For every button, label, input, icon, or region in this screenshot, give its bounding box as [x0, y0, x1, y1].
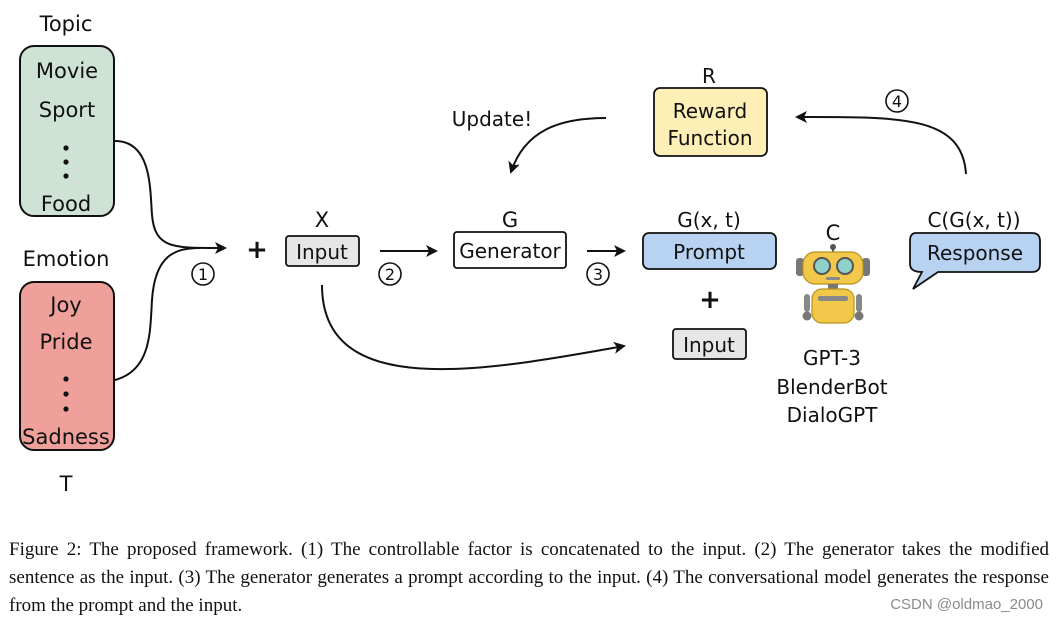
plus-sign-2: +	[699, 285, 721, 315]
watermark: CSDN @oldmao_2000	[890, 596, 1043, 613]
arrow-input-to-input2	[321, 284, 626, 371]
step-1-badge: 1	[191, 262, 215, 286]
step-4-badge: 4	[885, 89, 909, 113]
t-label: T	[59, 472, 73, 496]
x-label: X	[315, 208, 329, 232]
svg-text:3: 3	[593, 265, 603, 284]
prompt-box	[642, 232, 777, 270]
topic-movie: Movie	[36, 59, 98, 83]
emotion-title: Emotion	[23, 247, 110, 271]
svg-text:1: 1	[198, 265, 208, 284]
emotion-pride: Pride	[39, 330, 92, 354]
prompt-symbol: G(x, t)	[677, 208, 741, 232]
plus-sign-1: +	[246, 235, 268, 265]
reward-line-2: Function	[667, 126, 752, 150]
step-3-badge: 3	[586, 262, 610, 286]
update-label: Update!	[452, 107, 532, 131]
topic-ellipsis	[63, 145, 69, 179]
topic-curve-arrow	[114, 140, 227, 255]
input-label: Input	[296, 240, 348, 264]
svg-text:4: 4	[892, 92, 902, 111]
model-dialogpt: DialoGPT	[787, 403, 879, 427]
generator-label: Generator	[459, 239, 561, 263]
step-2-badge: 2	[378, 262, 402, 286]
topic-box	[19, 45, 115, 217]
input-box	[285, 235, 360, 267]
topic-sport: Sport	[39, 98, 95, 122]
arrow-response-to-reward	[795, 110, 967, 175]
response-bubble	[909, 232, 1041, 290]
reward-box	[653, 87, 768, 157]
input2-box	[672, 328, 747, 360]
arrow-reward-to-generator	[508, 117, 607, 174]
topic-food: Food	[41, 192, 91, 216]
figure-caption: Figure 2: The proposed framework. (1) Th…	[9, 539, 1049, 616]
emotion-ellipsis	[63, 376, 69, 412]
robot-icon	[796, 244, 870, 324]
r-label: R	[702, 64, 716, 88]
model-blenderbot: BlenderBot	[776, 375, 887, 399]
reward-line-1: Reward	[673, 99, 747, 123]
generator-box	[453, 231, 567, 269]
c-label: C	[826, 221, 841, 245]
emotion-sadness: Sadness	[22, 425, 110, 449]
emotion-box	[19, 281, 115, 451]
svg-text:2: 2	[385, 265, 395, 284]
response-label: Response	[927, 241, 1023, 265]
response-symbol: C(G(x, t))	[927, 208, 1020, 232]
prompt-label: Prompt	[673, 240, 745, 264]
emotion-joy: Joy	[48, 293, 81, 317]
topic-title: Topic	[39, 12, 93, 36]
model-gpt3: GPT-3	[803, 346, 861, 370]
g-label: G	[502, 208, 518, 232]
input2-label: Input	[683, 333, 735, 357]
emotion-curve	[114, 247, 201, 381]
